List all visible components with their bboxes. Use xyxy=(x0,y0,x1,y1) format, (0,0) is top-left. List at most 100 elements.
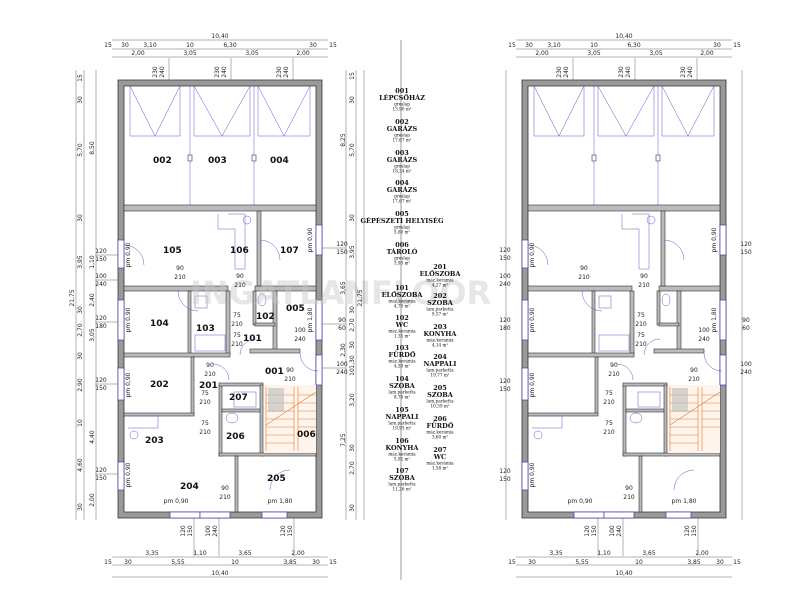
schedule-area: 10,39 m² xyxy=(431,404,450,409)
dimension-label: 1,10 xyxy=(193,550,207,557)
schedule-floor-material: máz.kerámia xyxy=(426,461,454,466)
dimension-label: 3,05 xyxy=(89,328,96,342)
door-label: 210 xyxy=(638,282,650,289)
dimension-label: 15 xyxy=(329,559,337,566)
dimension-label: 100 xyxy=(95,273,107,280)
dimension-label: 230 xyxy=(618,66,625,78)
dimension-label: 240 xyxy=(563,66,570,78)
schedule-area: 5,80 m² xyxy=(394,230,411,235)
dimension-label: 240 xyxy=(95,281,107,288)
window-label: pm 0,90 xyxy=(529,372,536,397)
door-label: 210 xyxy=(623,494,635,501)
schedule-floor-material: lam.parketta xyxy=(388,390,416,395)
door-label: 90 xyxy=(176,265,184,272)
dimension-label: 15 xyxy=(349,72,356,80)
schedule-room-number: 205 xyxy=(433,384,447,392)
dimension-label: 3,65 xyxy=(340,281,347,295)
dimension-label: 4,60 xyxy=(77,458,84,472)
schedule-area: 1,58 m² xyxy=(432,466,449,471)
dimension-label: 120 xyxy=(499,468,511,475)
dimension-label: 150 xyxy=(591,525,598,537)
door-label: 90 xyxy=(625,485,633,492)
room-label: 106 xyxy=(230,246,249,256)
window-label: pm 0,90 xyxy=(125,307,132,332)
door-label: 100 xyxy=(698,327,710,334)
window-label: pm 0,90 xyxy=(529,462,536,487)
dimension-total: 21,75 xyxy=(357,289,364,306)
dimension-label: 120 xyxy=(95,315,107,322)
window-label: pm 0,90 xyxy=(164,498,189,505)
schedule-area: 4,14 m² xyxy=(432,343,449,348)
schedule-room-number: 003 xyxy=(395,149,409,157)
schedule-area: 3,93 m² xyxy=(394,261,411,266)
schedule-room-name: ELŐSZOBA xyxy=(382,290,424,299)
dimension-label: 120 xyxy=(684,525,691,537)
dimension-label: 3,95 xyxy=(349,245,356,259)
dimension-label: 30 xyxy=(77,503,84,511)
dimension-label: 230 xyxy=(214,66,221,78)
dimension-label: 30 xyxy=(77,306,84,314)
dimension-label: 150 xyxy=(336,249,348,256)
dimension-label: 150 xyxy=(95,256,107,263)
dimension-label: 150 xyxy=(287,525,294,537)
door-label: 75 xyxy=(605,390,613,397)
schedule-floor-material: máz.kerámia xyxy=(426,278,454,283)
dimension-label: 240 xyxy=(212,525,219,537)
dimension-label: 7,25 xyxy=(340,433,347,447)
room-label: 006 xyxy=(297,430,316,440)
door-label: 90 xyxy=(690,367,698,374)
schedule-area: 4,27 m² xyxy=(432,283,449,288)
dimension-label: 150 xyxy=(691,525,698,537)
door-label: 90 xyxy=(286,367,294,374)
dimension-label: 10 xyxy=(590,42,598,49)
dimension-label: 3,95 xyxy=(77,255,84,269)
dimension-label: 120 xyxy=(95,377,107,384)
dimension-label: 30 xyxy=(349,341,356,349)
watermark: INGATLANFLOOR xyxy=(190,274,491,312)
dimension-total: 21,75 xyxy=(69,289,76,306)
dimension-label: 2,70 xyxy=(349,461,356,475)
dimension-label: 3,65 xyxy=(238,550,252,557)
room-label: 003 xyxy=(208,156,227,166)
dimension-label: 3,35 xyxy=(145,550,159,557)
door-label: 90 xyxy=(640,273,648,280)
dimension-label: 100 xyxy=(499,273,511,280)
dimension-label: 90 xyxy=(338,317,346,324)
dimension-label: 240 xyxy=(625,66,632,78)
dimension-label: 2,00 xyxy=(89,493,96,507)
dimension-label: 240 xyxy=(499,281,511,288)
window-label: pm 0,90 xyxy=(529,307,536,332)
schedule-floor-material: máz.kerámia xyxy=(426,338,454,343)
dimension-label: 120 xyxy=(336,241,348,248)
door-label: 210 xyxy=(199,429,211,436)
schedule-room-name: WC xyxy=(433,453,446,461)
dimension-label: 240 xyxy=(616,525,623,537)
schedule-area: 1,35 m² xyxy=(394,334,411,339)
schedule-area: 18,24 m² xyxy=(393,169,412,174)
schedule-room-name: SZOBA xyxy=(427,299,454,307)
dimension-label: 150 xyxy=(499,476,511,483)
dimension-label: 1,10 xyxy=(597,550,611,557)
room-label: 201 xyxy=(199,381,218,391)
dimension-label: 30 xyxy=(77,352,84,360)
schedule-area: 17,67 m² xyxy=(393,138,412,143)
dimension-label: 10 xyxy=(186,42,194,49)
schedule-room-number: 104 xyxy=(395,375,409,383)
door-label: 210 xyxy=(231,321,243,328)
dimension-label: 5,70 xyxy=(77,143,84,157)
dimension-label: 30 xyxy=(309,42,317,49)
dimension-label: 150 xyxy=(499,386,511,393)
schedule-room-name: GARÁZS xyxy=(387,185,418,194)
dimension-label: 120 xyxy=(95,467,107,474)
schedule-room-name: KONYHA xyxy=(424,330,458,338)
dimension-label: 90 xyxy=(742,317,750,324)
dimension-label: 30 xyxy=(349,306,356,314)
window-label: pm 1,80 xyxy=(307,307,314,332)
dimension-label: 1,30 xyxy=(349,355,356,369)
door-label: 210 xyxy=(234,282,246,289)
schedule-area: 3,60 m² xyxy=(432,435,449,440)
